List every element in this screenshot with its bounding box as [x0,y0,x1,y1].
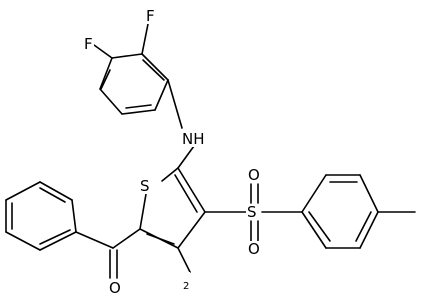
bond [167,79,183,129]
bond [121,109,156,115]
fluorine-left-label: F [83,35,94,53]
bond [99,88,123,115]
sulfonyl-sulfur-label: S [246,203,258,221]
bond [111,53,143,59]
bond [146,233,175,245]
fluorine-upper-label: F [145,7,156,25]
bond [161,167,179,182]
bond [39,229,71,245]
bond [154,79,169,111]
amine-nh-label: NH [181,130,206,148]
sulfonyl-oxygen-upper-label: O [247,166,261,184]
bond [71,199,77,233]
bond [75,231,114,249]
carbonyl-oxygen-label: O [108,279,122,297]
bond [177,211,206,249]
bond [142,59,165,81]
bond [93,44,113,59]
bond [301,211,327,249]
bond [112,228,141,249]
sulfonyl-oxygen-lower-label: O [247,240,261,258]
bond [174,174,198,213]
bond [5,231,41,251]
amino-nh2-label: 2 [182,272,191,295]
amino-subscript: 2 [183,281,190,292]
bond [177,247,191,273]
bond [39,187,66,203]
bond [359,174,379,213]
bond [39,231,77,251]
bond [308,211,331,242]
bond [301,174,327,213]
bond [177,167,206,213]
bond [5,181,41,201]
bond [141,23,149,55]
bond [39,181,73,201]
bond [355,211,372,242]
bond [125,104,152,109]
bond [359,211,379,249]
thiophene-sulfur-label: S [139,177,151,195]
bond [177,145,195,169]
bond [100,69,111,90]
bond [139,193,147,230]
bond [99,57,113,90]
bond [141,53,169,81]
